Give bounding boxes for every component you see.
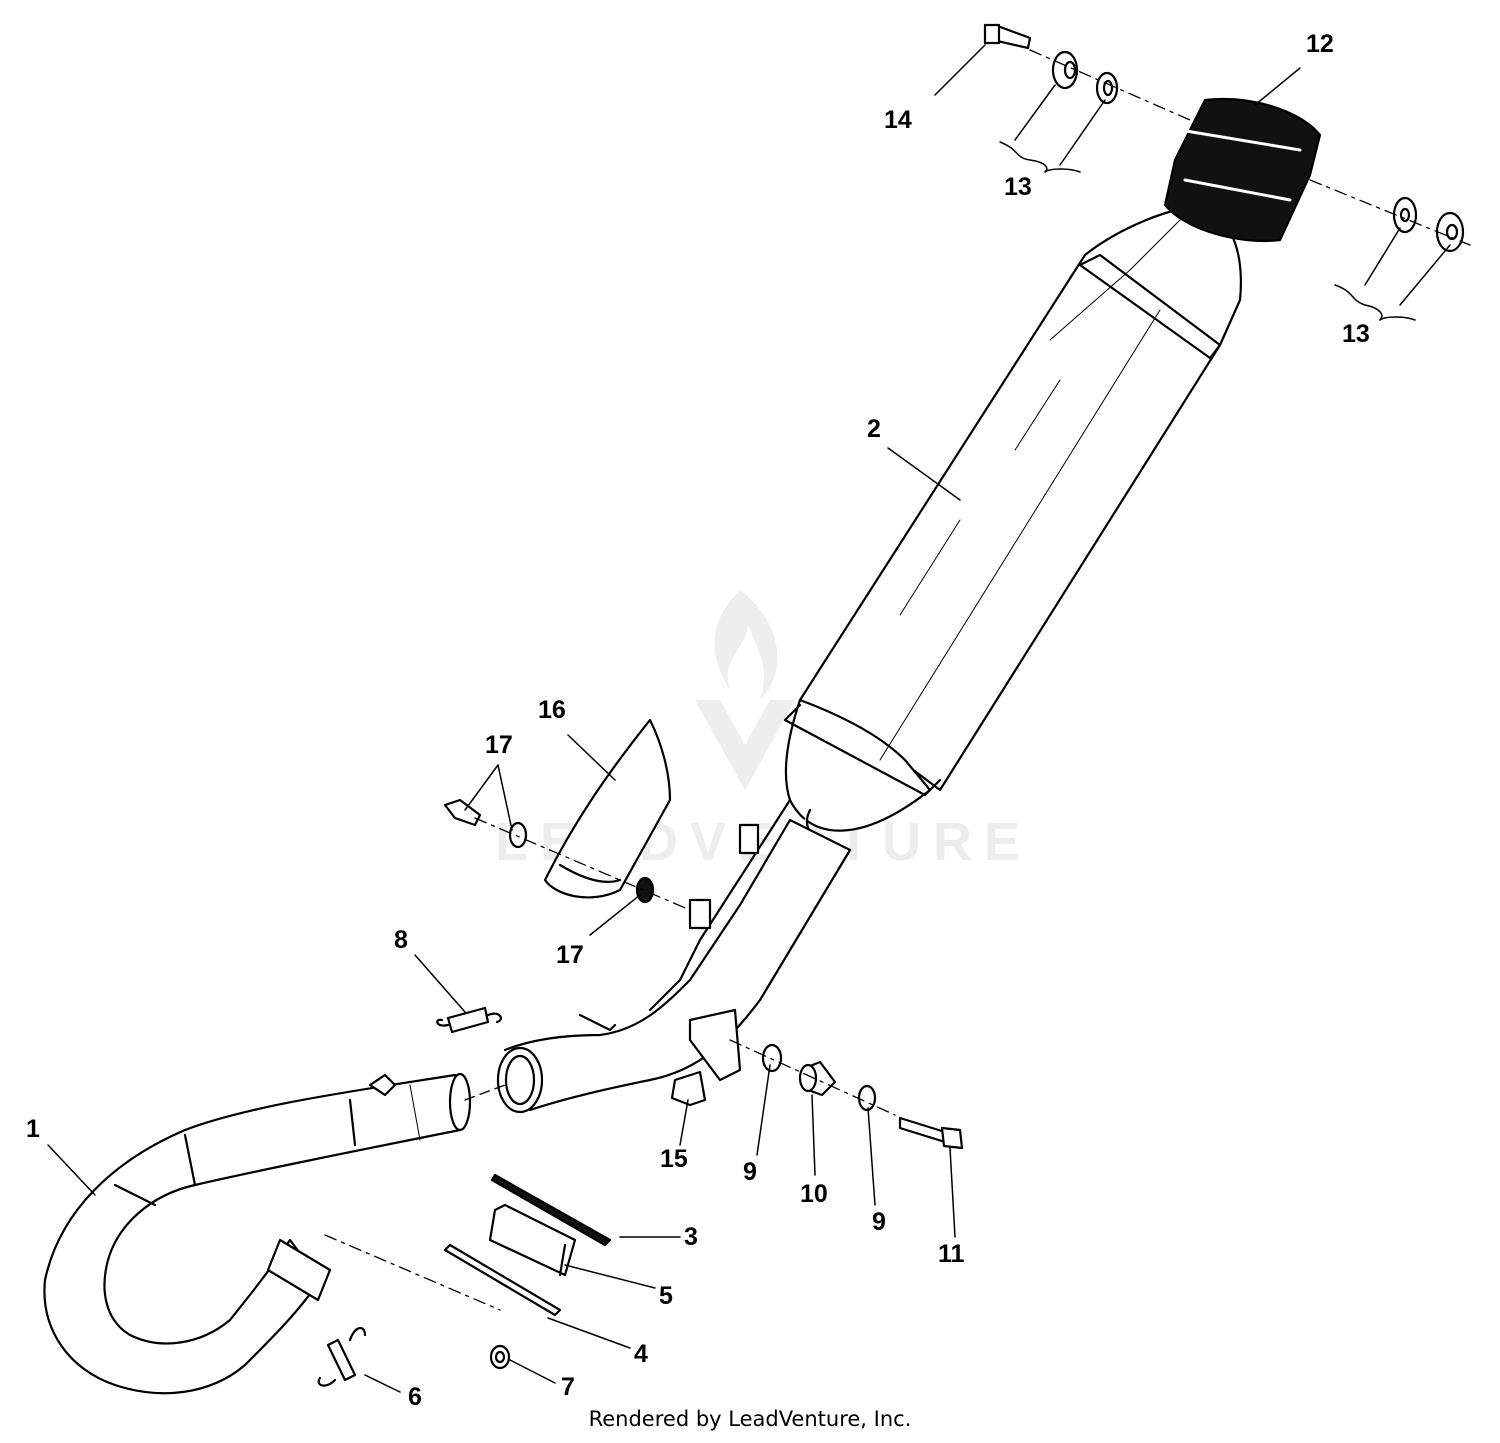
callout-6: 6 bbox=[408, 1383, 422, 1411]
part-15-clip bbox=[670, 1070, 707, 1107]
callout-15: 15 bbox=[660, 1145, 688, 1173]
callout-5: 5 bbox=[659, 1282, 673, 1310]
part-13-washers-right bbox=[1309, 179, 1471, 253]
watermark-v-icon bbox=[695, 700, 795, 790]
callout-10: 10 bbox=[800, 1180, 828, 1208]
part-11-bolt bbox=[729, 1039, 964, 1150]
part-5-sleeve bbox=[488, 1203, 577, 1277]
footer-credit: Rendered by LeadVenture, Inc. bbox=[588, 1407, 912, 1431]
part-10-grommet bbox=[798, 1060, 837, 1097]
centerline-mid bbox=[464, 1084, 506, 1101]
part-12-rubber-damper bbox=[1163, 98, 1322, 242]
callout-labels: 1 2 3 4 5 6 7 8 9 9 10 11 12 13 13 14 15… bbox=[26, 30, 1370, 1411]
callout-17b: 17 bbox=[556, 941, 584, 969]
watermark-flame-icon bbox=[714, 590, 778, 700]
part-16-heat-shield bbox=[543, 718, 672, 899]
callout-9b: 9 bbox=[872, 1208, 886, 1236]
part-13-washers-top bbox=[1029, 49, 1191, 121]
callout-4: 4 bbox=[634, 1340, 648, 1368]
callout-3: 3 bbox=[684, 1223, 698, 1251]
callout-2: 2 bbox=[867, 415, 881, 443]
callout-12: 12 bbox=[1306, 30, 1334, 58]
part-17-bolt-washer bbox=[443, 798, 691, 911]
link-pipe bbox=[496, 818, 852, 1114]
part-14-bolt bbox=[983, 23, 1032, 50]
part-7-nut bbox=[489, 1344, 511, 1370]
callout-16: 16 bbox=[538, 696, 566, 724]
centerline-bottom bbox=[324, 1234, 501, 1311]
callout-9a: 9 bbox=[743, 1158, 757, 1186]
callout-7: 7 bbox=[561, 1373, 575, 1401]
callout-1: 1 bbox=[26, 1115, 40, 1143]
leader-lines bbox=[47, 44, 1451, 1393]
part-8-spring bbox=[436, 1006, 502, 1034]
part-6-spring bbox=[317, 1327, 367, 1387]
callout-17a: 17 bbox=[485, 731, 513, 759]
callout-11: 11 bbox=[938, 1240, 965, 1268]
callout-8: 8 bbox=[394, 926, 408, 954]
part-4-clamp-strip bbox=[443, 1243, 562, 1317]
callout-14: 14 bbox=[884, 106, 912, 134]
part-3-gasket bbox=[490, 1173, 612, 1247]
part-1-header-pipe bbox=[43, 1072, 472, 1395]
callout-13a: 13 bbox=[1004, 173, 1032, 201]
callout-13b: 13 bbox=[1342, 320, 1370, 348]
